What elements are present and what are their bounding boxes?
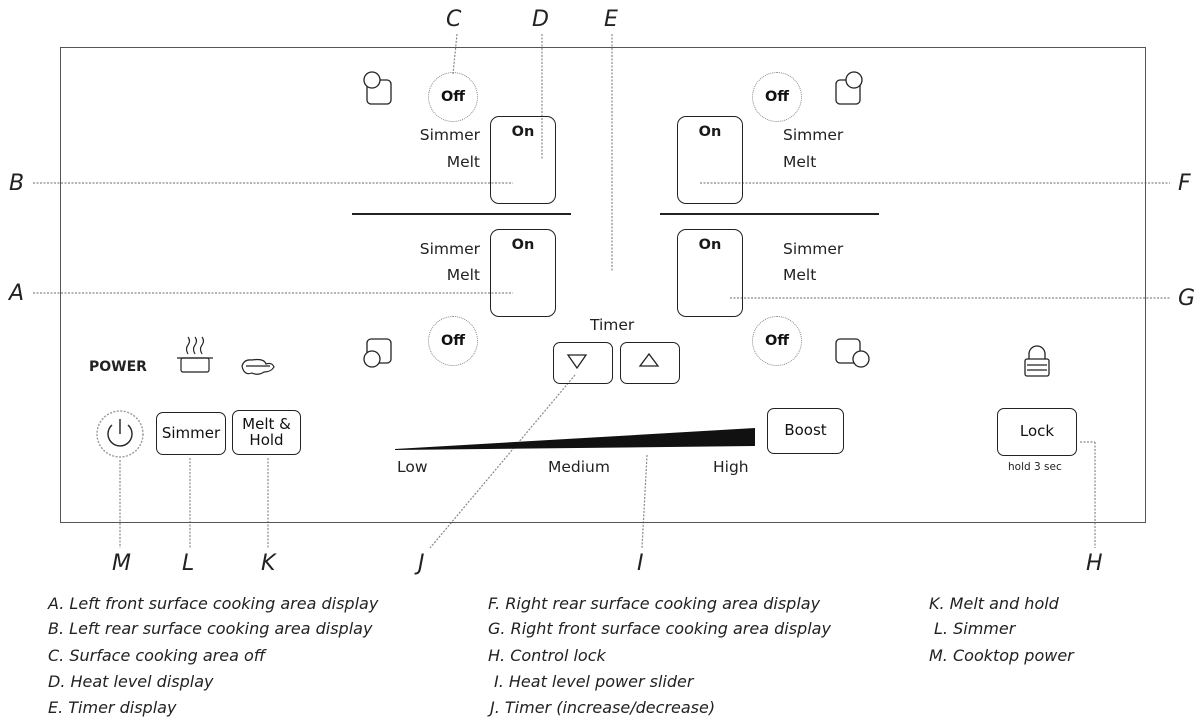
callout-j: J — [418, 551, 425, 576]
leader-c — [452, 33, 458, 75]
legend-item: H. Control lock — [488, 646, 606, 665]
right-rear-heat-display[interactable]: On — [677, 116, 743, 204]
left-front-melt-label: Melt — [446, 266, 480, 284]
triangle-up-icon — [638, 352, 660, 367]
padlock-icon — [1024, 345, 1050, 377]
legend-item: E. Timer display — [48, 698, 177, 717]
boost-button[interactable]: Boost — [767, 408, 844, 454]
legend-item: I. Heat level power slider — [494, 672, 694, 691]
control-panel — [60, 47, 1146, 523]
callout-d: D — [532, 7, 549, 32]
callout-i: I — [637, 551, 644, 576]
simmer-button[interactable]: Simmer — [156, 412, 226, 455]
melting-butter-icon — [241, 358, 275, 375]
legend-item: C. Surface cooking area off — [48, 646, 266, 665]
legend-item: L. Simmer — [934, 619, 1016, 638]
left-front-off-button[interactable]: Off — [428, 316, 478, 366]
callout-g: G — [1178, 286, 1196, 311]
callout-a: A — [9, 281, 25, 306]
steaming-pot-icon — [177, 336, 213, 373]
left-front-on-label: On — [511, 237, 535, 253]
square-with-circle-icon — [363, 338, 392, 368]
right-zone-divider — [660, 213, 879, 215]
left-rear-heat-display[interactable]: On — [490, 116, 556, 204]
left-front-heat-display[interactable]: On — [490, 229, 556, 317]
right-rear-melt-label: Melt — [783, 153, 817, 171]
callout-l: L — [182, 551, 195, 576]
right-front-on-label: On — [698, 237, 722, 253]
left-rear-on-label: On — [511, 124, 535, 140]
power-label: POWER — [89, 359, 147, 375]
callout-b: B — [9, 171, 25, 196]
timer-decrease-button[interactable] — [553, 342, 613, 384]
callout-h: H — [1086, 551, 1103, 576]
callout-c: C — [446, 7, 462, 32]
left-front-simmer-label: Simmer — [419, 240, 480, 258]
heat-slider-wedge — [395, 428, 755, 450]
square-with-circle-icon — [363, 71, 392, 105]
power-button[interactable] — [97, 411, 143, 457]
melt-hold-button[interactable]: Melt & Hold — [232, 410, 301, 455]
square-with-circle-icon — [835, 338, 870, 368]
leader-j — [429, 374, 576, 549]
left-rear-off-button[interactable]: Off — [428, 72, 478, 122]
slider-high-label: High — [713, 458, 749, 476]
right-front-off-button[interactable]: Off — [752, 316, 802, 366]
slider-medium-label: Medium — [548, 458, 610, 476]
boost-button-label: Boost — [784, 421, 827, 440]
legend-item: A. Left front surface cooking area displ… — [48, 594, 379, 613]
melt-hold-label-2: Hold — [249, 430, 284, 449]
left-rear-simmer-label: Simmer — [419, 126, 480, 144]
power-icon — [96, 410, 144, 458]
lock-hint: hold 3 sec — [1008, 461, 1062, 473]
legend-item: G. Right front surface cooking area disp… — [488, 619, 831, 638]
lock-button[interactable]: Lock — [997, 408, 1077, 456]
left-zone-divider — [352, 213, 571, 215]
lock-button-label: Lock — [1019, 422, 1055, 441]
triangle-down-icon — [566, 354, 588, 370]
timer-increase-button[interactable] — [620, 342, 680, 384]
melt-hold-label-1: Melt & — [242, 414, 291, 433]
right-rear-on-label: On — [698, 124, 722, 140]
timer-label: Timer — [590, 316, 635, 334]
callout-f: F — [1178, 171, 1191, 196]
right-rear-off-button[interactable]: Off — [752, 72, 802, 122]
callout-k: K — [261, 551, 276, 576]
leader-i — [641, 454, 648, 549]
legend-item: M. Cooktop power — [929, 646, 1074, 665]
square-with-circle-icon — [835, 71, 863, 105]
legend-item: F. Right rear surface cooking area displ… — [488, 594, 821, 613]
callout-e: E — [604, 7, 618, 32]
legend-item: K. Melt and hold — [929, 594, 1059, 613]
legend-item: B. Left rear surface cooking area displa… — [48, 619, 373, 638]
slider-low-label: Low — [397, 458, 428, 476]
callout-m: M — [112, 551, 131, 576]
simmer-button-label: Simmer — [161, 423, 221, 442]
left-rear-melt-label: Melt — [446, 153, 480, 171]
right-front-heat-display[interactable]: On — [677, 229, 743, 317]
heat-level-slider[interactable] — [395, 425, 757, 453]
right-front-simmer-label: Simmer — [783, 240, 844, 258]
legend-item: D. Heat level display — [48, 672, 214, 691]
right-rear-simmer-label: Simmer — [783, 126, 844, 144]
right-front-melt-label: Melt — [783, 266, 817, 284]
legend-item: J. Timer (increase/decrease) — [490, 698, 716, 717]
